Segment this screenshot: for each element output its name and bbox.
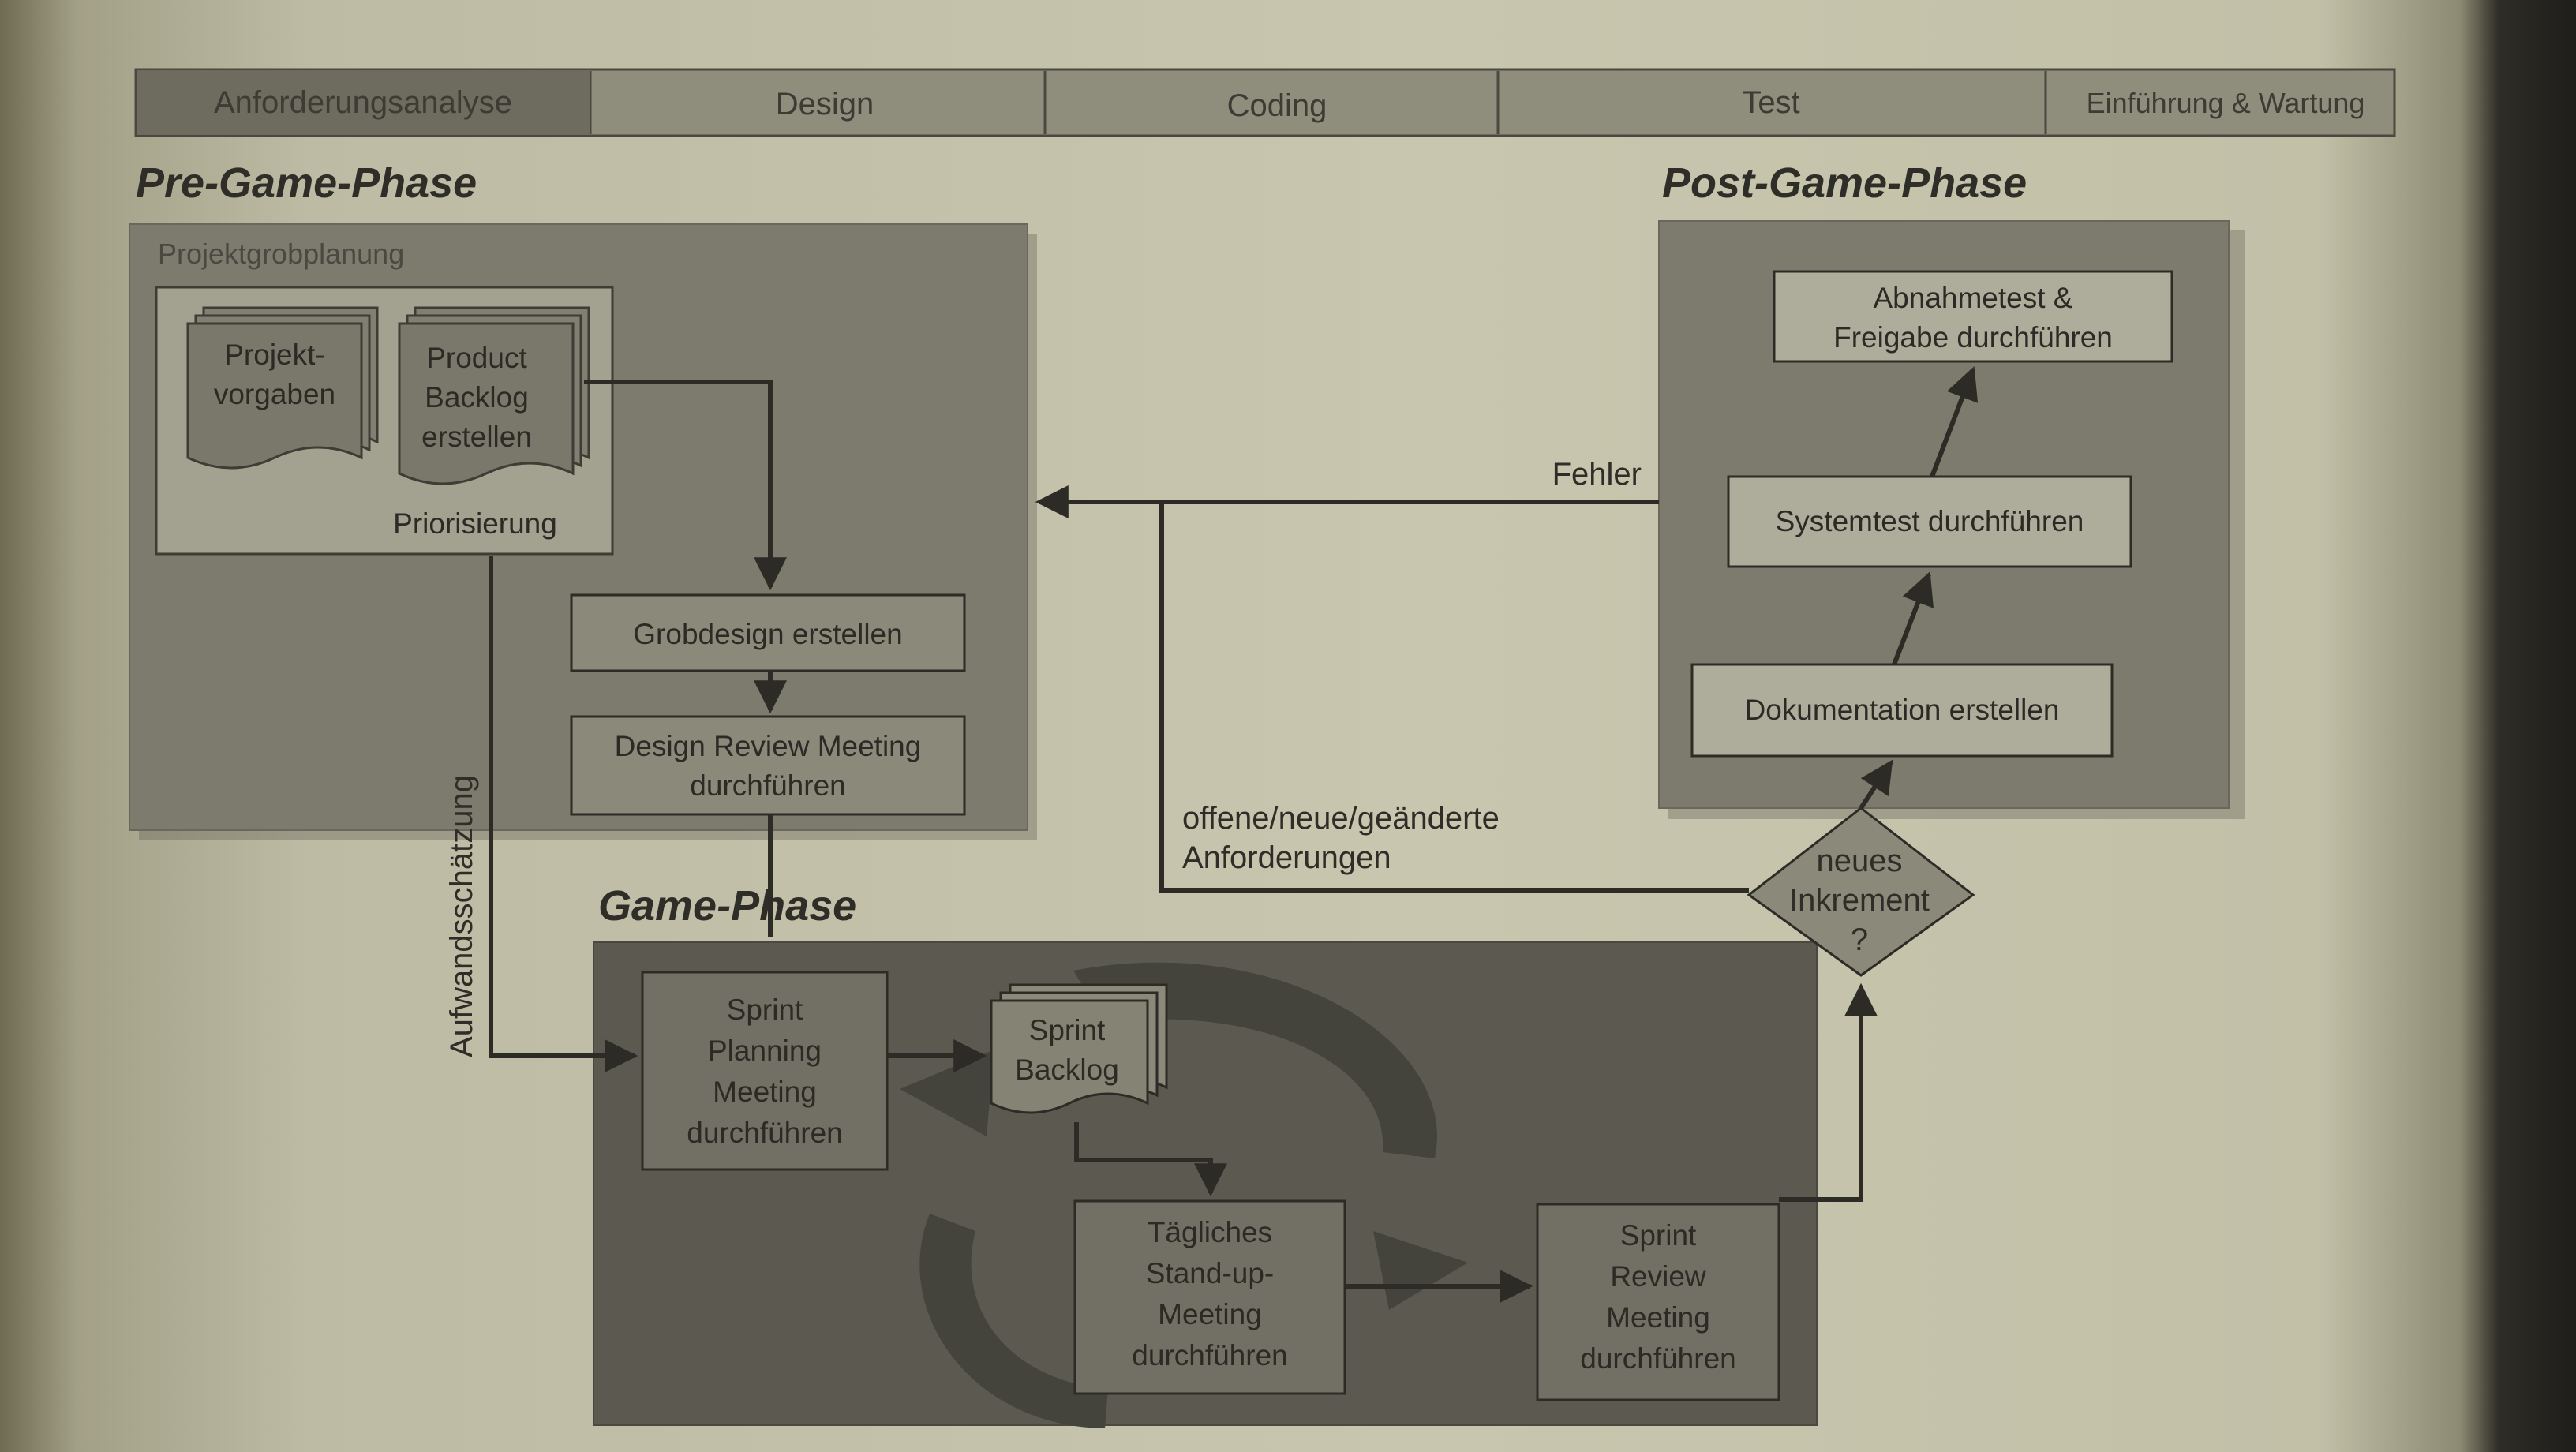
sprint-planning-line1: Sprint <box>727 994 803 1026</box>
design-review-box <box>570 715 966 816</box>
projektgrobplanung-label: Projektgrobplanung <box>158 238 404 270</box>
sprint-review-box <box>1536 1203 1780 1401</box>
game-panel: Sprint Planning Meeting durchführen Spri… <box>593 941 1818 1428</box>
phase-bar-segment-coding: Coding <box>1227 88 1327 123</box>
priorisierung-label: Priorisierung <box>393 507 557 540</box>
daily-standup-box <box>1073 1199 1346 1395</box>
dokumentation-box <box>1690 663 2114 758</box>
sprint-review-line2: Review <box>1610 1260 1706 1293</box>
decision-line2: Inkrement <box>1789 883 1930 918</box>
daily-standup-line1: Tägliches <box>1148 1216 1272 1248</box>
sprint-planning-line2: Planning <box>708 1035 822 1067</box>
post-game-panel: Abnahmetest & Freigabe durchführen Syste… <box>1658 220 2245 819</box>
pre-game-heading: Pre-Game-Phase <box>136 159 477 207</box>
grobdesign-label: Grobdesign erstellen <box>633 618 902 650</box>
phase-label-test: Test <box>1742 85 1799 120</box>
sprint-planning-line4: durchführen <box>687 1117 842 1149</box>
dokumentation-label: Dokumentation erstellen <box>1745 694 2060 726</box>
projektvorgaben-line1: Projekt- <box>224 339 324 371</box>
systemtest-label: Systemtest durchführen <box>1776 505 2084 537</box>
anforderungen-line1: offene/neue/geänderte <box>1182 801 1500 836</box>
phase-label-coding: Coding <box>1227 88 1327 123</box>
product-backlog-line1: Product <box>426 342 527 374</box>
post-game-heading: Post-Game-Phase <box>1662 159 2027 207</box>
phase-bar-segment-einfuehrung: Einführung & Wartung <box>2087 87 2365 119</box>
product-backlog-line2: Backlog <box>425 381 529 414</box>
sprint-backlog-document-stack: Sprint Backlog <box>990 983 1168 1114</box>
pre-game-panel: Projektgrobplanung Projekt- vorgaben Pro… <box>129 223 1037 840</box>
phase-bar-segment-test: Test <box>1742 85 1799 120</box>
phase-label-anforderungsanalyse: Anforderungsanalyse <box>214 85 512 120</box>
abnahmetest-line2: Freigabe durchführen <box>1833 321 2113 354</box>
decision-line1: neues <box>1817 844 1903 878</box>
abnahmetest-line1: Abnahmetest & <box>1874 282 2073 314</box>
fehler-label: Fehler <box>1552 457 1642 492</box>
arrow-systemtest-to-abnahme <box>1930 366 1979 478</box>
arrow-backlog-to-grobdesign <box>584 380 787 591</box>
arrow-backlog-to-daily <box>1074 1122 1227 1197</box>
grobdesign-box <box>570 593 966 672</box>
arrow-review-to-decision <box>1779 982 1878 1202</box>
projektvorgaben-line2: vorgaben <box>214 378 335 410</box>
sprint-review-line1: Sprint <box>1620 1219 1697 1252</box>
sprint-planning-box <box>641 971 889 1171</box>
arrow-decision-to-dokumentation <box>1859 759 1893 810</box>
phase-bar-segment-anforderungsanalyse: Anforderungsanalyse <box>137 71 589 134</box>
abnahmetest-box <box>1773 270 2174 363</box>
arrow-aufwandsschaetzung <box>489 556 638 1072</box>
sprint-backlog-line2: Backlog <box>1015 1053 1119 1086</box>
daily-standup-line2: Stand-up- <box>1146 1257 1275 1289</box>
projektvorgaben-document-stack: Projekt- vorgaben <box>186 306 379 470</box>
game-heading: Game-Phase <box>598 882 856 930</box>
sprint-planning-line3: Meeting <box>713 1076 817 1108</box>
sprint-review-line3: Meeting <box>1606 1301 1710 1334</box>
connectors <box>489 366 1979 1303</box>
daily-standup-line4: durchführen <box>1132 1339 1287 1372</box>
daily-standup-line3: Meeting <box>1158 1298 1262 1330</box>
sprint-review-line4: durchführen <box>1580 1342 1735 1375</box>
systemtest-box <box>1727 475 2132 568</box>
line-anforderungen-loop <box>1159 502 1749 893</box>
product-backlog-document-stack: Product Backlog erstellen <box>398 306 590 485</box>
decision-line3: ? <box>1851 922 1868 957</box>
product-backlog-line3: erstellen <box>421 421 532 453</box>
phase-label-einfuehrung-wartung: Einführung & Wartung <box>2087 87 2365 119</box>
design-review-line1: Design Review Meeting <box>615 730 922 762</box>
arrow-doku-to-systemtest <box>1892 571 1934 666</box>
sprint-backlog-line1: Sprint <box>1029 1014 1106 1046</box>
phase-bar: Anforderungsanalyse Design Coding Test E… <box>134 68 2396 137</box>
design-review-line2: durchführen <box>690 769 845 802</box>
phase-bar-segment-design: Design <box>776 87 874 122</box>
phase-label-design: Design <box>776 87 874 122</box>
aufwandsschaetzung-label: Aufwandsschätzung <box>444 775 479 1057</box>
neues-inkrement-decision: neues Inkrement ? <box>1747 806 1975 977</box>
anforderungen-line2: Anforderungen <box>1182 840 1391 875</box>
